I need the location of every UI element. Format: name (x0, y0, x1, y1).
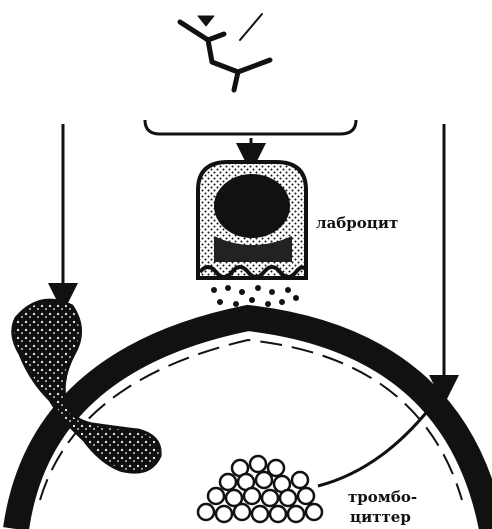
thrombocyte-cluster (198, 456, 322, 522)
labrocyte-cell (198, 162, 306, 278)
labrocyte-label: лаброцит (316, 214, 398, 232)
antibody-icon (180, 14, 270, 90)
thrombocyte-label-line2: циттер (350, 508, 411, 526)
thrombocyte-connector (318, 408, 430, 486)
bracket-box (145, 120, 356, 134)
thrombocyte-label-line1: тромбо- (348, 488, 417, 506)
